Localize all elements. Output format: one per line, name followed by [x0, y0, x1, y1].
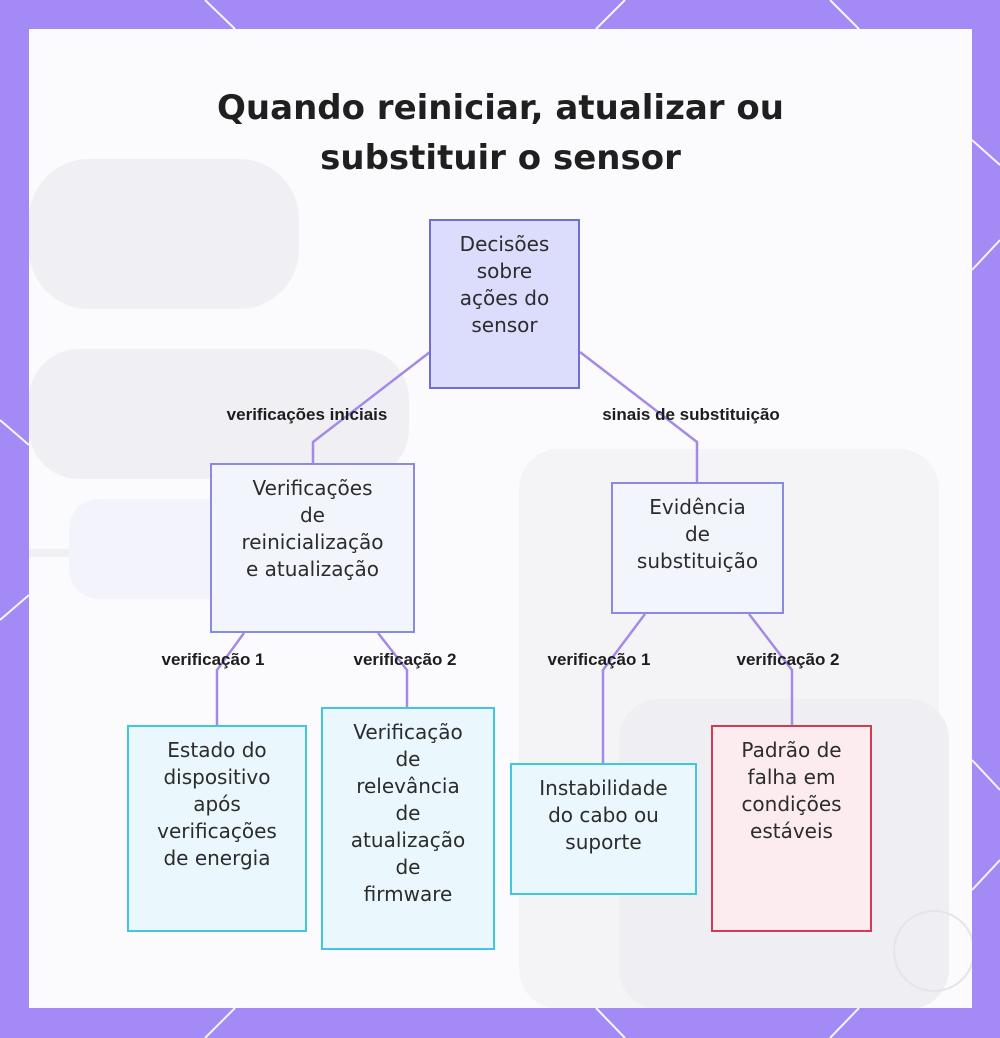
node-text-line: condições — [741, 792, 842, 816]
edge-label-initial-checks: verificações iniciais — [226, 405, 388, 424]
node-text-line: relevância — [356, 774, 460, 798]
node-text-line: substituição — [636, 549, 759, 573]
node-text-line: Padrão de — [741, 738, 842, 762]
node-text-line: falha em — [747, 765, 836, 789]
node-text-line: Verificações — [252, 476, 373, 500]
node-text-line: após — [193, 792, 241, 816]
node-text-line: suporte — [565, 830, 642, 854]
node-restart-checks: Verificações de reinicialização e atuali… — [210, 463, 415, 633]
node-text-line: sensor — [471, 313, 538, 337]
node-text-line: reinicialização — [241, 530, 384, 554]
edge-label-left-check-1: verificação 1 — [161, 650, 265, 669]
edge-restart-to-firmware — [377, 632, 409, 707]
node-text-line: sobre — [476, 259, 533, 283]
node-text-line: de — [395, 855, 421, 879]
edge-root-to-restart — [311, 351, 431, 463]
node-text-line: de — [395, 801, 421, 825]
node-power-state: Estado do dispositivo após verificações … — [127, 725, 307, 932]
edge-label-right-check-1: verificação 1 — [547, 650, 651, 669]
node-failure-pattern: Padrão de falha em condições estáveis — [711, 725, 872, 932]
edge-label-left-check-2: verificação 2 — [353, 650, 457, 669]
edge-connectors — [215, 351, 794, 763]
node-text-line: de — [299, 503, 325, 527]
title-line-1: Quando reiniciar, atualizar ou — [217, 88, 784, 128]
node-text-line: dispositivo — [163, 765, 271, 789]
diagram-card: Quando reiniciar, atualizar ou substitui… — [29, 29, 972, 1008]
node-cable-instability: Instabilidade do cabo ou suporte — [510, 763, 697, 895]
node-text-line: atualização — [350, 828, 466, 852]
edge-root-to-replace — [579, 351, 699, 482]
node-text-line: Instabilidade — [539, 776, 668, 800]
node-text-line: verificações — [157, 819, 277, 843]
node-text-line: Evidência — [649, 495, 746, 519]
node-text-line: estáveis — [750, 819, 833, 843]
node-text-line: e atualização — [245, 557, 380, 581]
edge-restart-to-power — [215, 632, 246, 725]
node-firmware-check: Verificação de relevância de atualização… — [321, 707, 495, 950]
edge-label-right-check-2: verificação 2 — [736, 650, 840, 669]
node-text-line: ações do — [459, 286, 550, 310]
node-sensor-decisions: Decisões sobre ações do sensor — [429, 219, 580, 389]
edge-replace-to-cable — [601, 613, 646, 763]
node-text-line: Decisões — [459, 232, 550, 256]
node-text-line: de energia — [163, 846, 271, 870]
edge-label-replacement-signs: sinais de substituição — [602, 405, 780, 424]
node-text-line: de — [684, 522, 710, 546]
page-title: Quando reiniciar, atualizar ou substitui… — [29, 83, 972, 183]
node-replacement-evidence: Evidência de substituição — [611, 482, 784, 614]
node-text-line: do cabo ou — [548, 803, 659, 827]
edge-replace-to-failure — [748, 613, 794, 725]
node-text-line: Verificação — [353, 720, 463, 744]
node-text-line: de — [395, 747, 421, 771]
node-text-line: firmware — [363, 882, 453, 906]
node-text-line: Estado do — [167, 738, 267, 762]
title-line-2: substituir o sensor — [320, 138, 681, 178]
